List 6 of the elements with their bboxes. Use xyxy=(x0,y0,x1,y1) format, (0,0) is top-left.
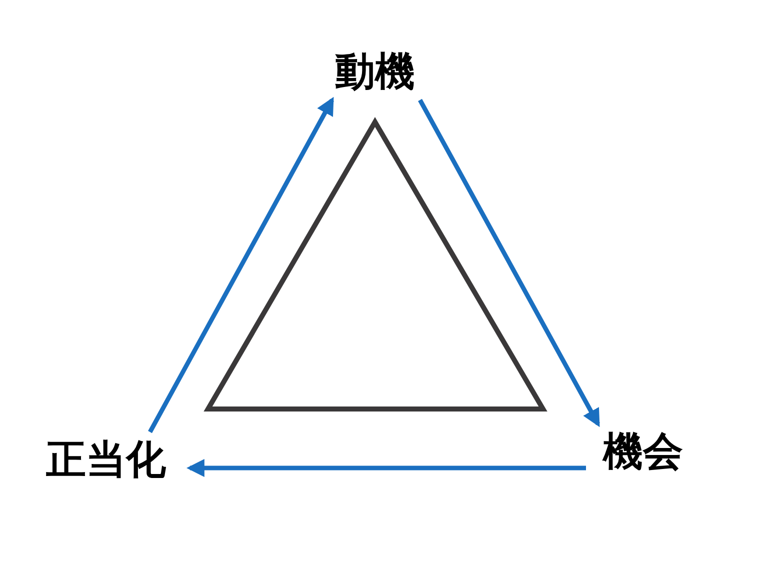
node-label: 動機 xyxy=(318,44,432,100)
arrow xyxy=(418,98,600,428)
arrow xyxy=(148,96,334,434)
node-label: 正当化 xyxy=(22,432,190,488)
node-label: 機会 xyxy=(586,424,700,480)
arrow xyxy=(186,459,586,477)
